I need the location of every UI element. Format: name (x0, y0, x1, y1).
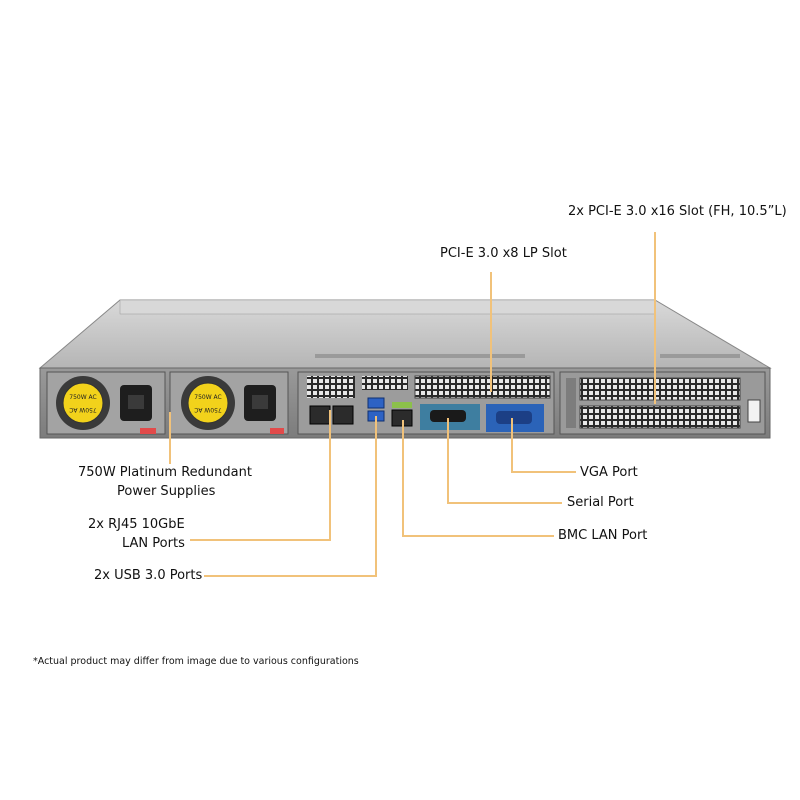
label-pcie-x8: PCI-E 3.0 x8 LP Slot (440, 246, 567, 261)
callout-line-usb (204, 416, 377, 577)
label-serial: Serial Port (567, 495, 634, 510)
rj45-port-1 (309, 405, 331, 425)
label-psu-line1: 750W Platinum Redundant (78, 465, 252, 480)
label-rj45-line2: LAN Ports (122, 536, 185, 551)
usb-port-1 (367, 397, 385, 409)
psu-1: 750W AC 750W AC (46, 371, 166, 435)
callout-line-bmc (402, 420, 554, 537)
label-bmc: BMC LAN Port (558, 528, 648, 543)
rj45-port-2 (332, 405, 354, 425)
psu-2-badge-top: 750W AC (194, 394, 221, 401)
psu-2-badge-bottom: 750W AC (194, 406, 221, 413)
vga-port (496, 411, 532, 424)
pcie-x8-slot (414, 375, 551, 399)
chassis-top (38, 299, 772, 369)
callout-lines (169, 232, 656, 577)
callout-line-rj45 (190, 410, 331, 541)
psu-2: 750W AC 750W AC (169, 371, 289, 435)
psu-1-badge-top: 750W AC (69, 394, 96, 401)
psu-1-badge-bottom: 750W AC (69, 406, 96, 413)
label-pcie-x16: 2x PCI-E 3.0 x16 Slot (FH, 10.5”L) (568, 204, 787, 219)
pcie-x16-slots (559, 371, 766, 435)
label-vga: VGA Port (580, 465, 638, 480)
label-rj45-line1: 2x RJ45 10GbE (88, 517, 185, 532)
serial-port (430, 410, 466, 422)
callout-line-serial (447, 418, 562, 504)
io-area (297, 371, 555, 435)
disclaimer-text: *Actual product may differ from image du… (33, 656, 359, 667)
label-psu-line2: Power Supplies (117, 484, 216, 499)
callout-line-vga (511, 418, 576, 473)
label-usb: 2x USB 3.0 Ports (94, 568, 203, 583)
